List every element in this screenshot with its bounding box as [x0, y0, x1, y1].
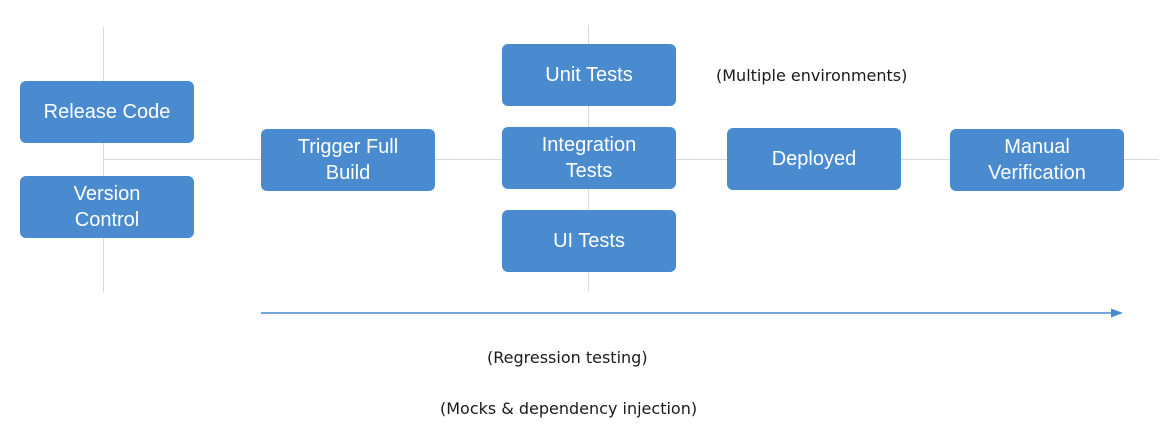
- release-code-box: Release Code: [20, 81, 194, 143]
- manual-verification-box: Manual Verification: [950, 129, 1124, 191]
- regression-testing-note: (Regression testing): [487, 348, 648, 367]
- mocks-dependency-injection-note: (Mocks & dependency injection): [440, 399, 698, 418]
- timeline-arrow-head: [1111, 308, 1123, 318]
- trigger-full-build-box: Trigger Full Build: [261, 129, 435, 191]
- unit-tests-box: Unit Tests: [502, 44, 676, 106]
- deployed-box: Deployed: [727, 128, 901, 190]
- multiple-environments-note: (Multiple environments): [716, 66, 908, 85]
- integration-tests-box: Integration Tests: [502, 127, 676, 189]
- vertical-guide-line-left: [103, 27, 104, 292]
- ui-tests-box: UI Tests: [502, 210, 676, 272]
- version-control-box: Version Control: [20, 176, 194, 238]
